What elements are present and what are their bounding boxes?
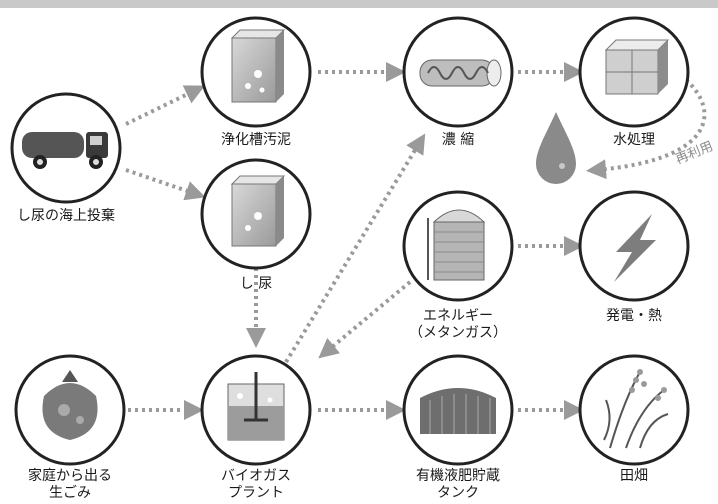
label-night-soil-text: し 尿	[239, 276, 273, 292]
node-storage-tank	[402, 354, 514, 466]
digester-tank-icon	[227, 372, 285, 441]
node-energy	[402, 190, 514, 302]
node-field	[578, 354, 690, 466]
label-energy-line2: （メタンガス）	[409, 325, 507, 341]
thickener-pipe-icon	[419, 59, 502, 87]
storage-tank-icon	[420, 388, 496, 434]
gas-silo-icon	[427, 209, 486, 281]
label-ocean-dump: し尿の海上投棄	[0, 208, 132, 225]
lightning-icon	[614, 214, 656, 282]
garbage-bag-icon	[42, 370, 98, 440]
water-drop-icon	[536, 112, 576, 184]
label-concentrate: 濃 縮	[398, 132, 518, 149]
node-biogas-plant	[200, 354, 312, 466]
label-tank: 有機液肥貯蔵 タンク	[388, 468, 528, 502]
label-household: 家庭から出る 生ごみ	[4, 468, 136, 502]
arrow-reuse	[586, 78, 707, 180]
node-water-treatment	[578, 16, 690, 128]
node-household-garbage	[14, 354, 126, 466]
label-tank-line1: 有機液肥貯蔵	[416, 468, 500, 484]
label-field: 田畑	[574, 468, 694, 485]
label-tank-line2: タンク	[437, 485, 479, 501]
label-concentrate-text: 濃 縮	[441, 132, 475, 148]
night-soil-tank-icon	[230, 175, 286, 247]
arrow-dump-to-sludge	[125, 85, 205, 126]
label-sludge-text: 浄化槽汚泥	[221, 132, 291, 148]
arrow-dump-to-nightsoil	[125, 168, 206, 201]
label-biogas-line2: プラント	[228, 485, 284, 501]
arrow-biogas-to-concentrate	[284, 133, 426, 364]
septic-tank-icon	[230, 29, 286, 103]
tanker-truck-icon	[22, 132, 108, 169]
node-ocean-dump	[10, 92, 122, 204]
label-ocean-dump-text: し尿の海上投棄	[17, 208, 115, 224]
label-power-heat: 発電・熱	[574, 308, 694, 325]
node-power-heat	[578, 190, 690, 302]
node-concentrate	[402, 16, 514, 128]
label-water-treatment-text: 水処理	[613, 132, 655, 148]
label-energy: エネルギー （メタンガス）	[388, 308, 528, 342]
top-bar	[0, 0, 718, 8]
label-energy-line1: エネルギー	[423, 308, 493, 324]
node-night-soil	[200, 158, 312, 270]
water-tank-icon	[604, 39, 670, 95]
label-biogas-line1: バイオガス	[221, 468, 291, 484]
label-household-line2: 生ごみ	[49, 485, 91, 501]
label-sludge: 浄化槽汚泥	[196, 132, 316, 149]
label-water-treatment: 水処理	[574, 132, 694, 149]
label-night-soil: し 尿	[196, 276, 316, 293]
label-power-heat-text: 発電・熱	[606, 308, 662, 324]
label-biogas: バイオガス プラント	[196, 468, 316, 502]
label-household-line1: 家庭から出る	[28, 468, 112, 484]
label-field-text: 田畑	[620, 468, 648, 484]
node-sludge	[200, 16, 312, 128]
arrow-energy-to-biogas	[318, 280, 412, 359]
